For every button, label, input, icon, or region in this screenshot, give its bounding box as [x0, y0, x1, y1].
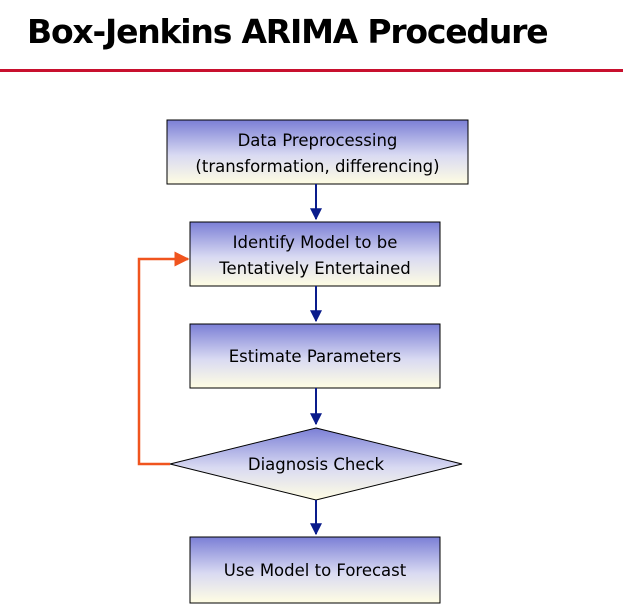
step-4-line-1: Diagnosis Check: [248, 455, 385, 474]
step-diagnosis-check: Diagnosis Check: [169, 427, 463, 501]
step-use-model-forecast: Use Model to Forecast: [189, 536, 441, 604]
slide-title: Box-Jenkins ARIMA Procedure: [27, 12, 549, 51]
step-data-preprocessing: Data Preprocessing (transformation, diff…: [166, 119, 469, 185]
step-2-line-1: Identify Model to be: [233, 233, 398, 252]
step-3-line-1: Estimate Parameters: [229, 347, 402, 366]
step-5-line-1: Use Model to Forecast: [224, 561, 407, 580]
step-2-line-2: Tentatively Entertained: [218, 259, 411, 278]
step-identify-model: Identify Model to be Tentatively Enterta…: [189, 221, 441, 287]
step-1-line-2: (transformation, differencing): [195, 157, 439, 176]
title-divider: [0, 69, 623, 72]
step-1-line-1: Data Preprocessing: [238, 131, 398, 150]
feedback-loop-arrow: [137, 251, 190, 466]
step-estimate-parameters: Estimate Parameters: [189, 323, 441, 389]
